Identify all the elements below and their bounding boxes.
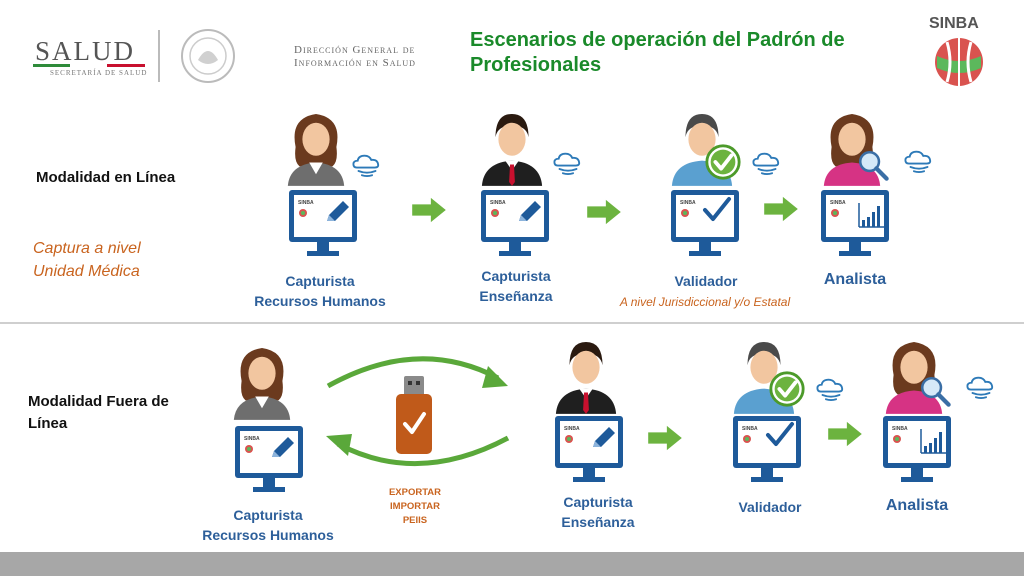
offline-mode-label: Modalidad Fuera de Línea [28, 391, 169, 435]
pencil-icon [323, 197, 353, 227]
checkmark-icon [702, 195, 732, 225]
offline-role-capturista-rh: Capturista Recursos Humanos [188, 505, 348, 545]
footer-bar [0, 552, 1024, 576]
man-suit-avatar-icon [552, 336, 620, 414]
cloud-icon [750, 150, 784, 176]
export-line-2: IMPORTAR [390, 501, 440, 512]
section-divider [0, 322, 1024, 324]
cloud-icon [350, 152, 384, 178]
pencil-icon [268, 433, 298, 463]
flow-arrow-icon [646, 424, 684, 452]
online-capture-line-2: Unidad Médica [33, 263, 140, 280]
role-line-1: Capturista [481, 268, 551, 284]
green-check-icon [704, 143, 742, 181]
cloud-icon [902, 148, 936, 174]
mexico-seal-icon [181, 29, 235, 83]
bar-chart-icon [856, 200, 886, 230]
online-role-analista: Analista [823, 271, 887, 288]
role-line-1: Capturista [563, 494, 633, 510]
offline-role-capturista-ensenanza: Capturista Enseñanza [538, 492, 658, 532]
sinba-globe-icon [935, 38, 983, 86]
green-check-icon [768, 370, 806, 408]
pencil-icon [589, 423, 619, 453]
exchange-cycle-arrows-icon [326, 356, 510, 466]
role-line-1: Capturista [233, 507, 303, 523]
export-line-3: PEIIS [402, 515, 428, 526]
flow-arrow-icon [762, 195, 800, 223]
woman-avatar-icon [282, 108, 350, 186]
flow-arrow-icon [410, 196, 448, 224]
online-role-capturista-rh: Capturista Recursos Humanos [240, 271, 400, 311]
checkmark-icon [765, 420, 795, 450]
pencil-icon [515, 197, 545, 227]
online-role-capturista-ensenanza: Capturista Enseñanza [456, 266, 576, 306]
bar-chart-icon [918, 426, 948, 456]
offline-role-validador: Validador [738, 499, 802, 515]
man-suit-avatar-icon [478, 108, 546, 186]
flow-arrow-icon [826, 420, 864, 448]
cloud-icon [551, 150, 585, 176]
magnifier-icon [856, 148, 890, 182]
usb-drive-icon [396, 376, 432, 454]
title-line-1: Escenarios de operación del Padrón de [470, 29, 845, 51]
offline-mode-line-1: Modalidad Fuera de [28, 393, 169, 410]
online-role-validador: Validador [674, 273, 738, 289]
offline-role-analista: Analista [885, 497, 949, 514]
woman-avatar-icon [228, 342, 296, 420]
logo-divider [158, 30, 160, 82]
role-line-2: Recursos Humanos [254, 293, 386, 309]
online-capture-note: Captura a nivel Unidad Médica [33, 237, 141, 283]
title-line-2: Profesionales [470, 54, 602, 76]
online-mode-label: Modalidad en Línea [36, 169, 176, 186]
salud-logo-subtitle: SECRETARÍA DE SALUD [50, 69, 148, 77]
export-import-label: EXPORTAR IMPORTAR PEIIS [370, 486, 460, 528]
online-capture-line-1: Captura a nivel [33, 240, 141, 257]
cloud-icon [814, 376, 848, 402]
flow-arrow-icon [585, 198, 623, 226]
salud-logo-bar [33, 64, 145, 67]
role-line-2: Recursos Humanos [202, 527, 334, 543]
role-line-1: Capturista [285, 273, 355, 289]
export-line-1: EXPORTAR [388, 487, 442, 498]
page-title: Escenarios de operación del Padrón de Pr… [470, 28, 900, 78]
dgis-logo-text: Dirección General de Información en Salu… [294, 44, 416, 70]
sinba-logo-text: SINBA [929, 15, 979, 32]
online-validador-subtitle: A nivel Jurisdiccional y/o Estatal [619, 295, 791, 309]
role-line-2: Enseñanza [479, 288, 553, 304]
role-line-2: Enseñanza [561, 514, 635, 530]
dgis-line-2: Información en Salud [294, 57, 416, 69]
offline-mode-line-2: Línea [28, 415, 68, 432]
magnifier-icon [918, 374, 952, 408]
salud-logo: SALUD [35, 36, 136, 66]
dgis-line-1: Dirección General de [294, 44, 416, 56]
cloud-icon [964, 374, 998, 400]
